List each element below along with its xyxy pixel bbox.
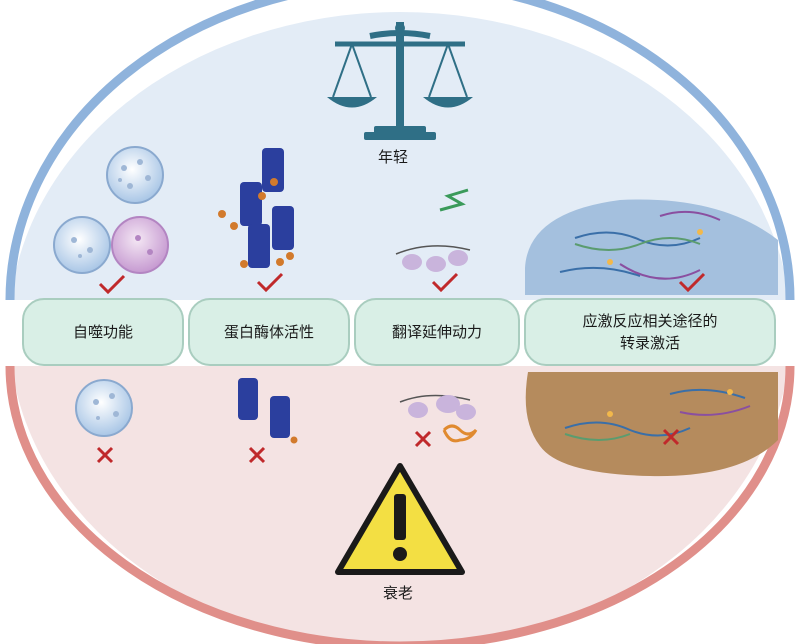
translation-young [395,188,471,272]
process-proteasome-label: 蛋白酶体活性 [223,323,314,341]
cross-icon [662,428,680,446]
process-autophagy: 自噬功能 [22,298,184,366]
nucleus-young [525,199,778,295]
process-translation-label: 翻译延伸动力 [391,323,482,341]
process-proteasome: 蛋白酶体活性 [188,298,350,366]
check-icon [98,274,126,295]
process-translation: 翻译延伸动力 [354,298,520,366]
process-stress-response-line2: 转录激活 [619,334,680,352]
scale-icon [327,22,473,140]
proteasome-young [218,148,294,268]
autophagy-cell-aging [75,379,133,437]
cross-icon [248,446,266,464]
cross-icon [96,446,114,464]
check-icon [431,272,459,293]
autophagy-cells-young [53,146,169,274]
aging-label: 衰老 [383,584,414,602]
check-icon [256,272,284,293]
process-stress-response: 应激反应相关途径的 转录激活 [524,298,776,366]
young-label: 年轻 [378,148,409,166]
process-autophagy-label: 自噬功能 [72,323,133,341]
aging-arc [5,365,795,644]
process-stress-response-line1: 应激反应相关途径的 [582,312,718,330]
warning-icon [335,463,465,575]
young-arc [5,0,795,301]
translation-aging [399,394,478,443]
check-icon [678,272,706,293]
cross-icon [414,430,432,448]
proteasome-aging [238,378,298,444]
nucleus-aging [525,372,778,477]
